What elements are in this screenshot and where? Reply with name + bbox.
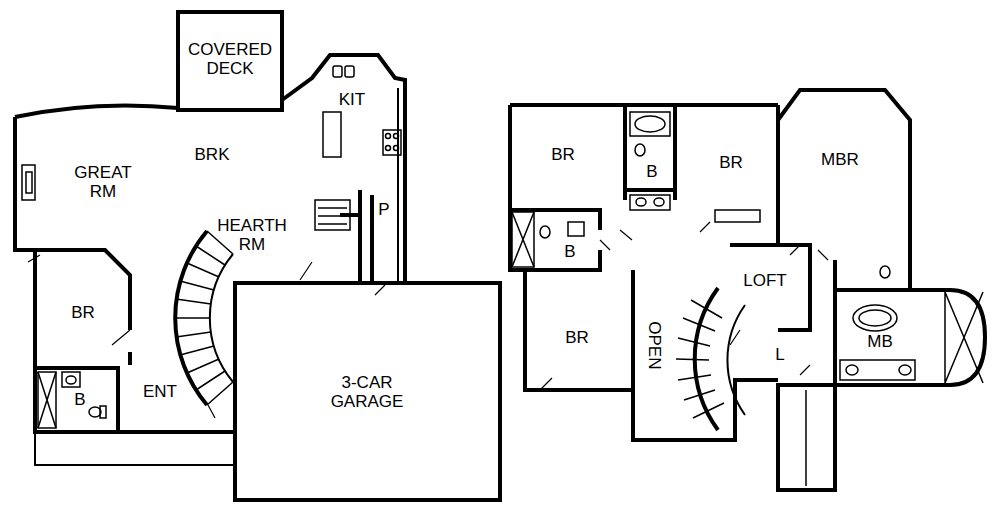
bath-wall [625, 105, 675, 200]
closet [38, 372, 56, 428]
closet [715, 210, 760, 222]
closet [512, 212, 534, 267]
closet [38, 372, 56, 428]
sink [899, 365, 911, 375]
stair-inner [727, 305, 745, 415]
bathtub [859, 310, 891, 326]
garage-wall [235, 283, 500, 500]
toilet [540, 226, 550, 238]
bathtub [630, 112, 670, 136]
sink [636, 198, 646, 206]
room-label: BR [565, 329, 589, 348]
loft-wall [730, 245, 810, 330]
wall [776, 105, 780, 245]
room-label: P [378, 201, 389, 220]
room-label: GREAT RM [68, 164, 138, 201]
wall [633, 270, 778, 440]
deck-wall [178, 12, 282, 110]
stair-outer [175, 231, 207, 405]
stair-inner [210, 254, 233, 382]
sink [333, 66, 342, 77]
room-label: BR [551, 146, 575, 165]
room-label: MBR [821, 151, 859, 170]
closet-rod [805, 390, 807, 486]
fireplace [318, 208, 347, 224]
fireplace [22, 165, 35, 200]
burner [386, 134, 391, 139]
fireplace [315, 200, 350, 230]
stair-treads [676, 300, 724, 418]
sink [654, 198, 664, 206]
room-label: BR [719, 154, 743, 173]
burner [394, 146, 399, 151]
stair-tread [175, 231, 233, 405]
room-label: B [74, 391, 85, 410]
sink [345, 66, 354, 77]
room-label: BRK [195, 146, 230, 165]
vanity [840, 360, 915, 380]
wall [510, 103, 778, 107]
wall [397, 88, 399, 285]
toilet [635, 144, 645, 156]
sink [568, 222, 584, 236]
fixtures [22, 66, 983, 486]
sink [66, 376, 76, 384]
toilet [100, 406, 106, 418]
wall [833, 260, 837, 290]
range [383, 130, 401, 155]
room-label: HEARTH RM [215, 217, 290, 254]
bedroom-wall [35, 250, 130, 330]
toilet [880, 266, 890, 278]
kitchen-island [323, 112, 341, 157]
room-label: KIT [339, 91, 365, 110]
wall [510, 105, 633, 390]
fireplace [26, 172, 32, 193]
room-label: MB [867, 333, 893, 352]
stairs [175, 231, 745, 430]
room-label: ENT [143, 383, 177, 402]
bay-wall [15, 105, 178, 117]
bath-wall [510, 210, 600, 270]
bedroom-wall [128, 352, 132, 365]
room-label: OPEN [645, 321, 664, 369]
master-bath-wall [835, 290, 985, 385]
burner [386, 146, 391, 151]
room-label: BR [71, 304, 95, 323]
room-label: L [775, 346, 784, 365]
room-label: B [564, 243, 575, 262]
closet [512, 212, 534, 267]
bathtub [853, 305, 897, 331]
stair-tread [676, 300, 724, 418]
bathtub [635, 116, 665, 132]
outer-wall [15, 117, 233, 432]
kitchen-wall [282, 55, 405, 285]
master-bedroom-wall [778, 90, 910, 290]
room-label: B [646, 163, 657, 182]
door-swings [28, 222, 828, 418]
closet-wall [778, 385, 835, 490]
room-label: 3-CAR GARAGE [322, 374, 412, 411]
burner [394, 134, 399, 139]
bath-wall [35, 368, 118, 432]
room-label: COVERED DECK [185, 41, 275, 78]
toilet [89, 407, 101, 417]
vanity [630, 195, 670, 210]
pantry-wall [360, 190, 372, 285]
sink [846, 365, 858, 375]
shower [945, 292, 983, 383]
sink [62, 372, 80, 387]
walls [15, 12, 985, 500]
porch-line [35, 432, 233, 465]
door-swing [28, 222, 828, 418]
room-label: LOFT [743, 272, 786, 291]
